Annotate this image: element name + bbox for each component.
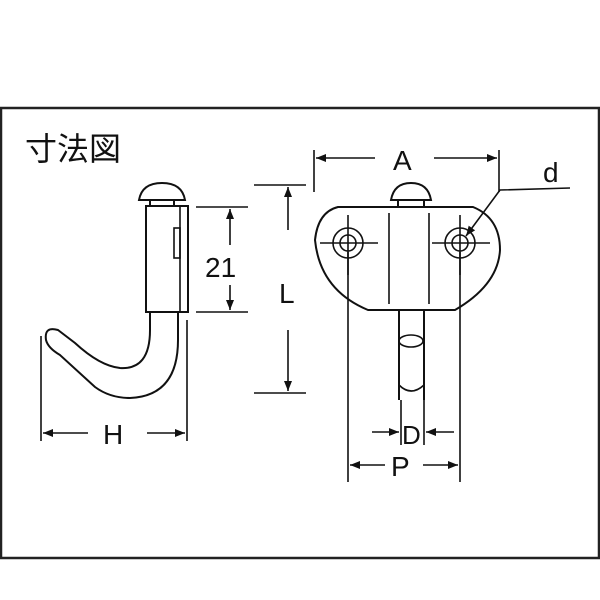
dimension-d-label: d xyxy=(543,157,559,188)
dimension-L: L xyxy=(254,184,306,394)
dimension-H: H xyxy=(40,320,188,450)
hook-front-view xyxy=(313,181,502,400)
dimension-21: 21 xyxy=(196,206,248,313)
dimension-d: d xyxy=(465,157,571,237)
dimension-P-label: P xyxy=(391,451,410,482)
frame-border xyxy=(0,106,600,560)
dimension-P: P xyxy=(347,252,461,482)
dimension-21-label: 21 xyxy=(205,252,236,283)
dimension-H-label: H xyxy=(103,419,123,450)
hook-side-view xyxy=(44,181,189,400)
dimension-D-label: D xyxy=(402,420,421,450)
dimension-A-label: A xyxy=(393,145,412,176)
dimension-L-label: L xyxy=(279,278,295,309)
dimension-D: D xyxy=(372,400,454,450)
title: 寸法図 xyxy=(25,131,121,167)
dimension-A: A xyxy=(313,145,500,192)
